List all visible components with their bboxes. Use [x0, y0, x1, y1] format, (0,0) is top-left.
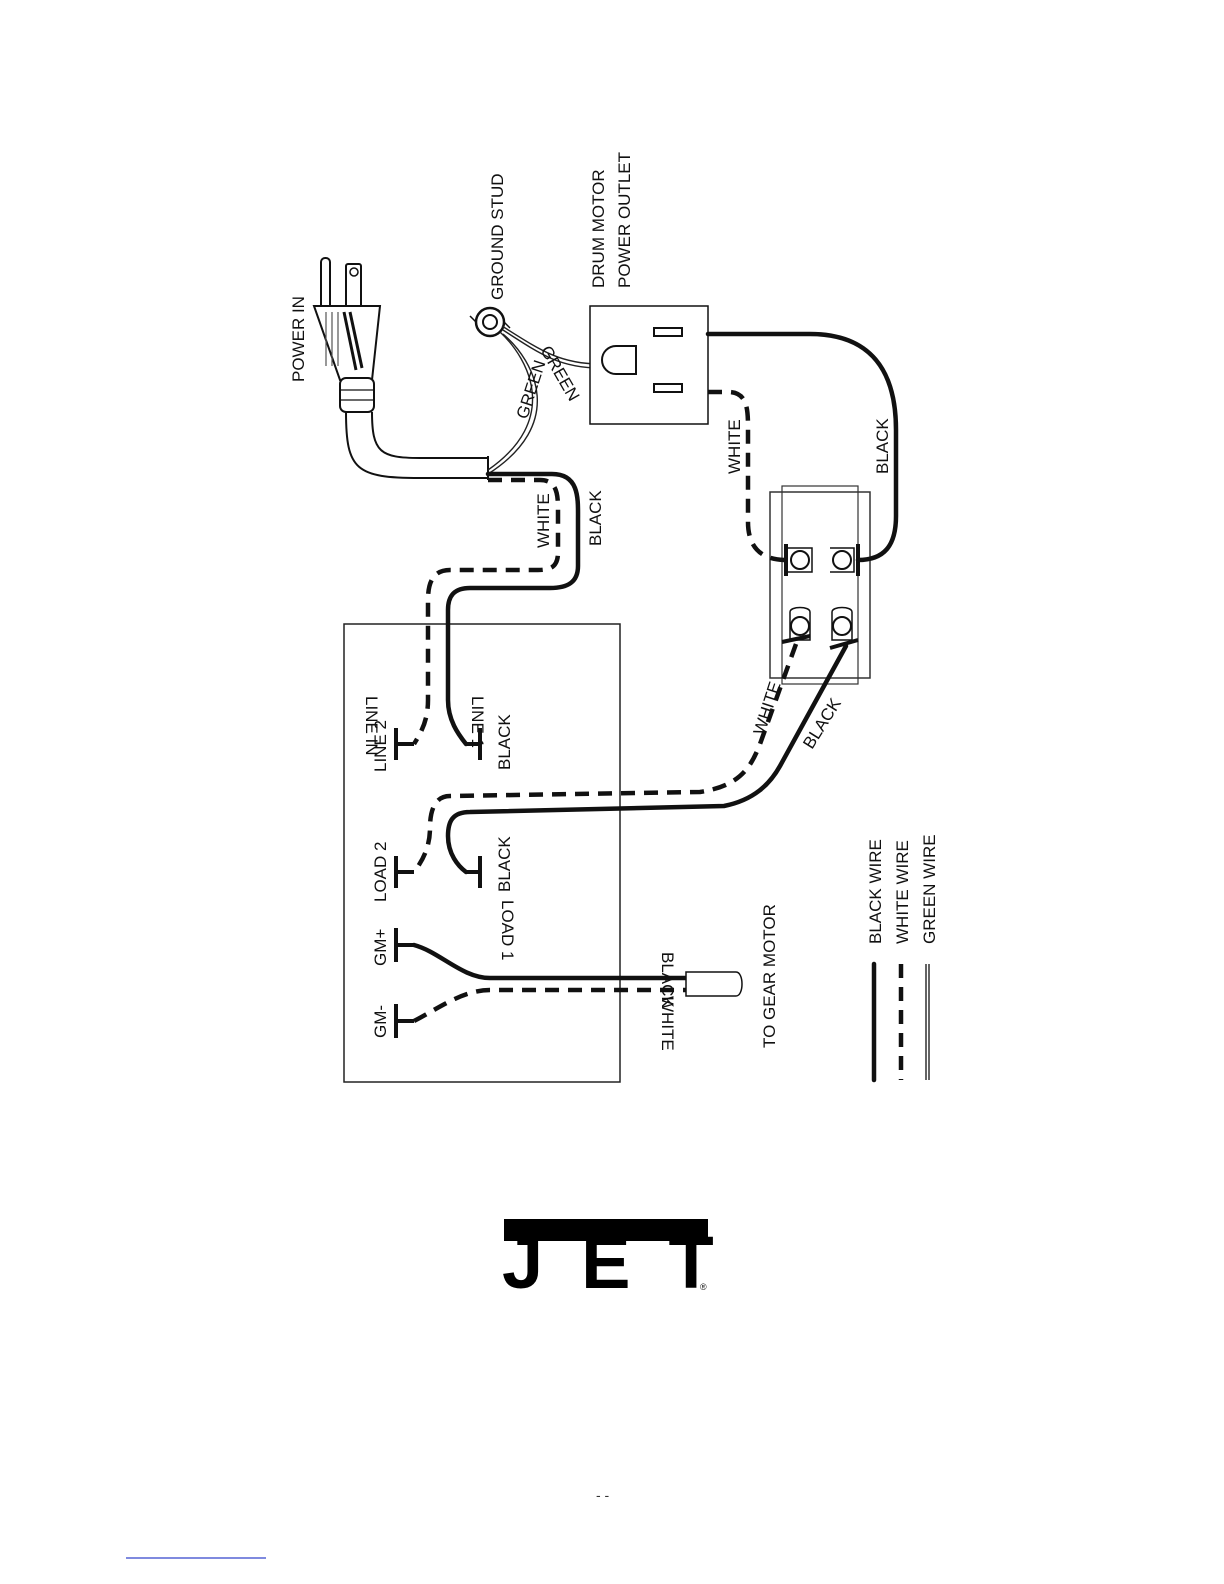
legend-label-green-wire: GREEN WIRE: [920, 834, 939, 944]
legend-label-black-wire: BLACK WIRE: [866, 839, 885, 944]
ground-stud-icon: [470, 308, 510, 336]
label-load-1: LOAD 1: [498, 900, 517, 960]
label-white-outlet: WHITE: [725, 419, 744, 474]
switch-terminal-icon: [791, 617, 809, 635]
label-ground-stud: GROUND STUD: [488, 173, 507, 300]
label-power-in: POWER IN: [289, 296, 308, 382]
jet-logo: JET ®: [502, 1219, 752, 1304]
logo-text: JET: [502, 1221, 752, 1304]
label-black-outlet: BLACK: [873, 418, 892, 474]
label-drum-motor: DRUM MOTOR: [589, 169, 608, 288]
switch-terminal-icon: [833, 617, 851, 635]
terminal-gm-plus: [396, 928, 414, 962]
legend-label-white-wire: WHITE WIRE: [893, 840, 912, 944]
label-white-switch: WHITE: [750, 679, 785, 737]
label-power-outlet: POWER OUTLET: [615, 152, 634, 288]
power-cord: [346, 412, 488, 478]
label-to-gear-motor: TO GEAR MOTOR: [760, 904, 779, 1048]
label-black-cord: BLACK: [586, 490, 605, 546]
terminal-gm-minus: [396, 1004, 414, 1038]
label-load-2: LOAD 2: [371, 842, 390, 902]
label-black-load-1: BLACK: [495, 836, 514, 892]
label-line-1: LINE 1: [468, 696, 487, 748]
terminal-line-2: [396, 728, 414, 760]
switch-terminal-icon: [791, 551, 809, 569]
power-plug-icon: [314, 258, 380, 412]
label-gm-minus: GM-: [371, 1005, 390, 1038]
registered-mark: ®: [700, 1282, 707, 1292]
switch-terminal-icon: [833, 551, 851, 569]
switch-block: [770, 486, 870, 684]
drum-motor-outlet-icon: [590, 306, 708, 424]
gear-motor-cable-icon: [686, 972, 742, 996]
label-green-1: GREEN: [513, 358, 550, 421]
label-line-2: LINE 2: [371, 720, 390, 772]
label-white-gm: WHITE: [658, 996, 677, 1051]
white-wire-load-2: [414, 644, 796, 872]
label-gm-plus: GM+: [371, 929, 390, 966]
terminal-load-2: [396, 856, 414, 888]
label-white-cord: WHITE: [534, 493, 553, 548]
label-black-switch: BLACK: [799, 694, 845, 752]
page-number: - -: [596, 1487, 610, 1503]
label-black-line-1: BLACK: [495, 714, 514, 770]
legend: BLACK WIRE WHITE WIRE GREEN WIRE: [866, 834, 939, 1080]
